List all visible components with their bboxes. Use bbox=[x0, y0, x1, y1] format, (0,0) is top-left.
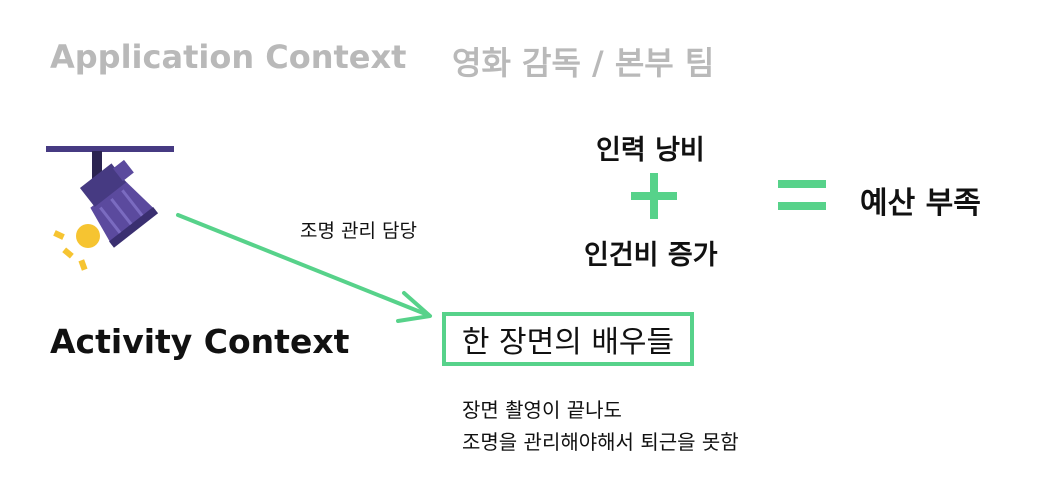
light-ray bbox=[78, 259, 88, 271]
application-context-example: 영화 감독 / 본부 팀 bbox=[452, 44, 715, 82]
spotlight-mount bbox=[92, 151, 102, 181]
spotlight-rail bbox=[46, 146, 174, 152]
actors-box-label: 한 장면의 배우들 bbox=[461, 325, 675, 360]
arrow-icon bbox=[176, 213, 432, 323]
spotlight-body bbox=[79, 159, 159, 248]
arrow-head bbox=[396, 291, 432, 323]
arrow-shaft bbox=[176, 213, 430, 317]
plus-icon bbox=[631, 173, 677, 219]
activity-context-title: Activity Context bbox=[50, 322, 350, 361]
equation-term-manpower-waste: 인력 낭비 bbox=[596, 135, 705, 166]
note-line-1: 장면 촬영이 끝나도 bbox=[462, 398, 622, 422]
light-ray bbox=[53, 230, 65, 240]
spotlight-bulb bbox=[76, 224, 100, 248]
note-line-2: 조명을 관리해야해서 퇴근을 못함 bbox=[462, 430, 739, 454]
equation-result-budget-shortage: 예산 부족 bbox=[860, 186, 981, 221]
application-context-title: Application Context bbox=[50, 38, 407, 76]
equals-icon bbox=[778, 180, 826, 210]
actors-box: 한 장면의 배우들 bbox=[442, 312, 694, 366]
lighting-role-label: 조명 관리 담당 bbox=[300, 220, 417, 242]
light-ray bbox=[62, 247, 74, 259]
spotlight-icon bbox=[46, 146, 174, 271]
equation-term-labor-cost: 인건비 증가 bbox=[584, 240, 718, 271]
